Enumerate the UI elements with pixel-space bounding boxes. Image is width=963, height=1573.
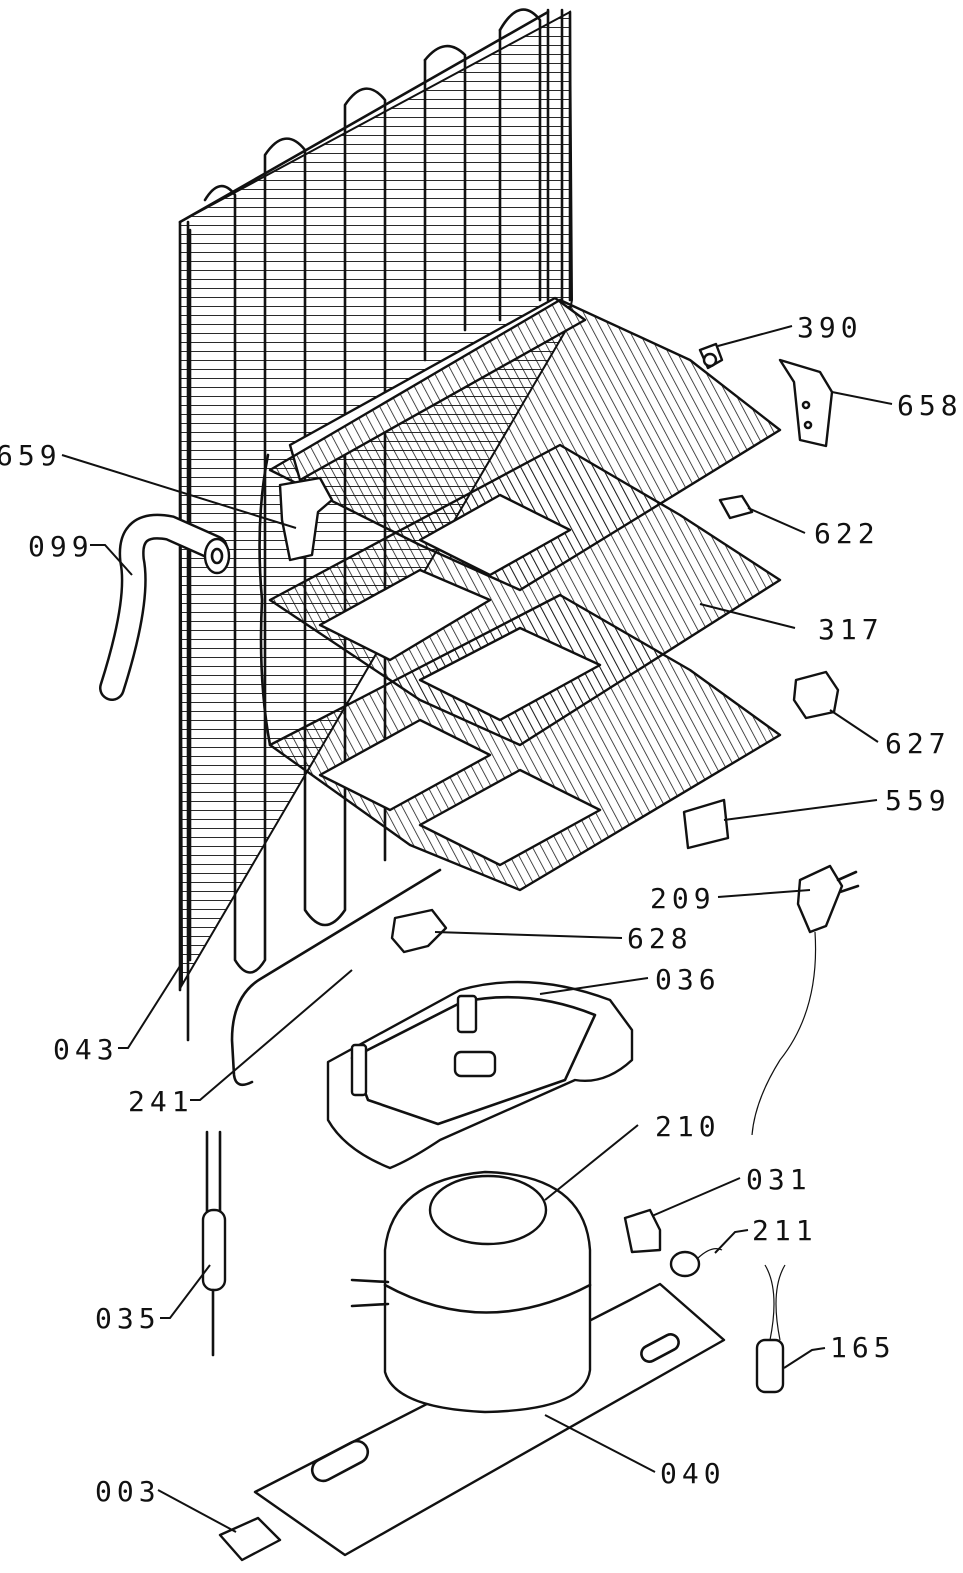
leader-lines <box>61 325 893 1533</box>
clip-390 <box>698 342 724 370</box>
label-210: 210 <box>655 1110 721 1143</box>
capillary-241 <box>230 868 442 1087</box>
compressor-210 <box>350 1170 592 1414</box>
drip-tray-036 <box>326 980 634 1170</box>
label-622: 622 <box>814 517 880 550</box>
label-099: 099 <box>28 530 94 563</box>
label-040: 040 <box>660 1457 726 1490</box>
plug-209 <box>751 864 860 1136</box>
label-035: 035 <box>95 1302 161 1335</box>
label-627: 627 <box>885 727 951 760</box>
label-658: 658 <box>897 389 963 422</box>
label-390: 390 <box>797 311 863 344</box>
overload-211 <box>669 1248 723 1278</box>
label-241: 241 <box>128 1085 194 1118</box>
relay-031 <box>623 1208 662 1254</box>
label-003: 003 <box>95 1475 161 1508</box>
bracket-659 <box>278 476 334 562</box>
label-317: 317 <box>818 613 884 646</box>
label-559: 559 <box>885 784 951 817</box>
drain-hose-099 <box>99 513 231 701</box>
label-043: 043 <box>53 1033 119 1066</box>
cover-559 <box>682 798 730 850</box>
bracket-658 <box>778 358 834 448</box>
cap-622 <box>718 494 754 520</box>
evaporator-shelves-317 <box>258 296 782 892</box>
label-165: 165 <box>830 1331 896 1364</box>
label-659: 659 <box>0 439 62 472</box>
clip-628 <box>390 908 448 954</box>
label-036: 036 <box>655 963 721 996</box>
label-211: 211 <box>752 1214 818 1247</box>
label-628: 628 <box>627 922 693 955</box>
label-031: 031 <box>746 1163 812 1196</box>
filter-drier-035 <box>201 1130 227 1357</box>
terminal-003 <box>218 1516 282 1562</box>
label-209: 209 <box>650 882 716 915</box>
capacitor-165 <box>755 1264 786 1394</box>
